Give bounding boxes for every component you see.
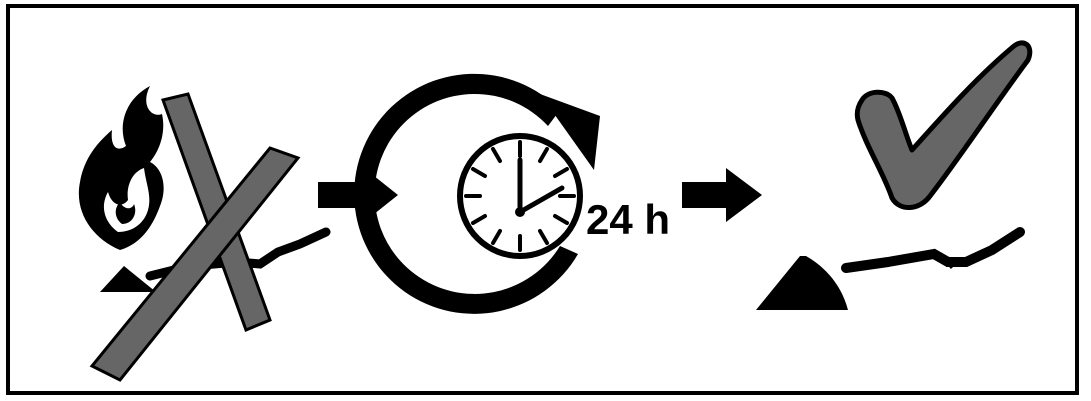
checkmark-icon [854,40,1033,210]
rotation-arrow-icon [354,73,600,314]
clock-icon [457,133,583,259]
plug-and-cord-icon [756,227,1025,310]
right-arrow-icon [682,168,762,222]
cross-mark-icon [89,92,301,382]
clock-with-rotation-arrow-icon: 24 h [354,73,670,314]
crossed-out-flame-and-cord-icon [78,86,331,382]
duration-label: 24 h [586,196,670,243]
flame-icon [78,86,164,250]
checkmark-with-cord-icon [756,40,1033,310]
